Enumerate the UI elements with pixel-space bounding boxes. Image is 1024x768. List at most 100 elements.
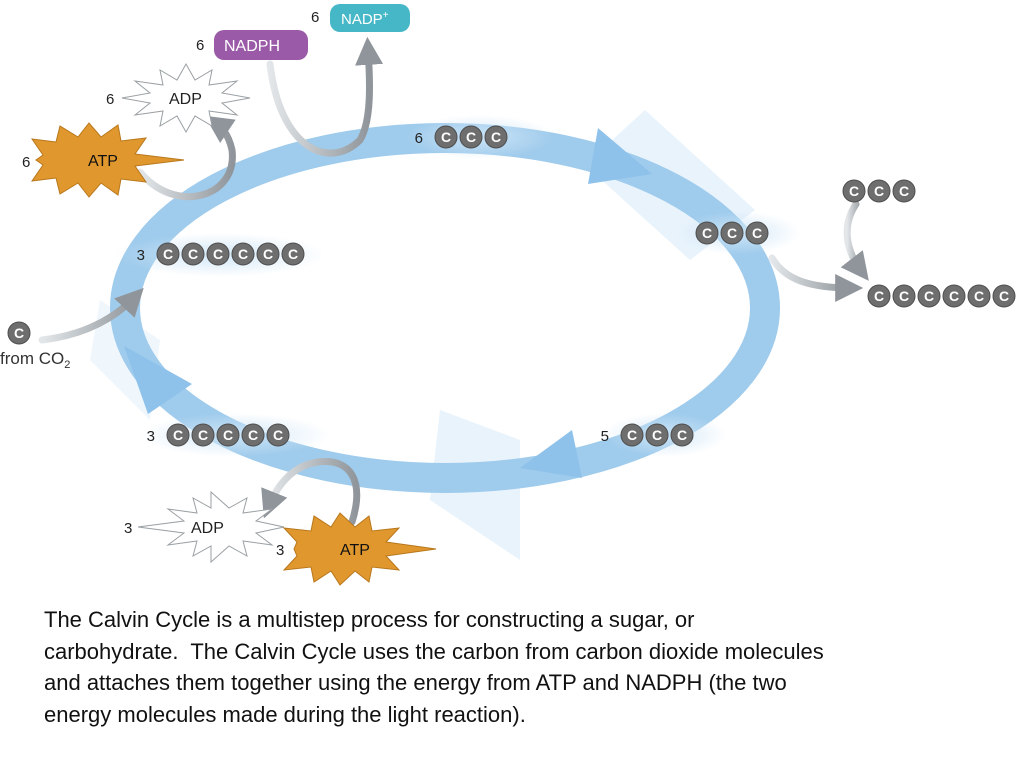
adp-top-count: 6	[106, 91, 114, 108]
carbon-atom	[967, 284, 991, 308]
carbon-atom	[459, 125, 483, 149]
carbon-letter: C	[727, 225, 737, 241]
carbon-atom	[842, 179, 866, 203]
carbon-atom	[206, 242, 230, 266]
carbon-letter: C	[491, 129, 501, 145]
nadp-group: 6 NADP+	[311, 4, 410, 32]
atp-top-star	[30, 122, 185, 198]
molecule-count: 3	[147, 428, 155, 445]
cycle-arrowhead-bottom	[520, 430, 582, 478]
carbon-letter: C	[899, 288, 909, 304]
carbon-atom	[241, 423, 265, 447]
carbon-atom	[620, 423, 644, 447]
carbon-atom	[484, 125, 508, 149]
carbon-atom	[917, 284, 941, 308]
carbon-letter: C	[874, 288, 884, 304]
caption-line: and attaches them together using the ene…	[44, 670, 787, 695]
calvin-cycle-diagram: 6 NADP+ 6 NADPH 6 ADP 6 ATP 3 ADP 3 ATP …	[0, 4, 1016, 586]
carbon-letter: C	[163, 246, 173, 262]
carbon-atom	[867, 284, 891, 308]
carbon-letter: C	[223, 427, 233, 443]
carbon-letter: C	[752, 225, 762, 241]
nadph-label: NADPH	[224, 38, 280, 55]
carbon-letter: C	[677, 427, 687, 443]
nadp-label: NADP+	[341, 10, 389, 28]
carbon-letter: C	[238, 246, 248, 262]
atp-bottom-label: ATP	[340, 542, 370, 559]
nadp-count: 6	[311, 9, 319, 26]
carbon-atom	[670, 423, 694, 447]
molecule-count: 3	[137, 247, 145, 264]
atp-top-count: 6	[22, 154, 30, 171]
carbon-atom	[745, 221, 769, 245]
nadph-box	[214, 30, 308, 60]
carbon-atom	[7, 321, 31, 345]
caption-line: carbohydrate. The Calvin Cycle uses the …	[44, 638, 824, 664]
atp-to-adp-bottom-arrow	[261, 458, 361, 526]
carbon-atom	[867, 179, 891, 203]
carbon-letter: C	[974, 288, 984, 304]
co2-input-arrow	[38, 287, 144, 344]
adp-top-label: ADP	[169, 91, 202, 108]
carbon-letter: C	[288, 246, 298, 262]
carbon-atom	[166, 423, 190, 447]
co2-source-label: from CO2	[0, 349, 70, 371]
carbon-atom	[266, 423, 290, 447]
caption-line: energy molecules made during the light r…	[44, 701, 526, 727]
carbon-letter: C	[874, 183, 884, 199]
carbon-letter: C	[173, 427, 183, 443]
carbon-letter: C	[441, 129, 451, 145]
nadph-group: 6 NADPH	[196, 30, 308, 60]
caption-paragraph: The Calvin Cycle is a multistep process …	[44, 604, 1004, 730]
carbon-atom	[892, 284, 916, 308]
carbon-letter: C	[466, 129, 476, 145]
output-combine-arrow	[840, 200, 869, 281]
adp-bottom-count: 3	[124, 520, 132, 537]
carbon-letter: C	[14, 325, 24, 341]
cycle-arrowhead-left	[124, 346, 192, 414]
adp-bottom-group: 3 ADP	[124, 490, 285, 564]
carbon-atom	[231, 242, 255, 266]
carbon-atom	[256, 242, 280, 266]
carbon-letter: C	[899, 183, 909, 199]
gray-arrows	[38, 36, 869, 526]
nadph-count: 6	[196, 37, 204, 54]
molecule-chain-input-carbon: 3C	[7, 321, 31, 345]
atp-top-group: 6 ATP	[22, 122, 185, 198]
carbon-letter: C	[999, 288, 1009, 304]
nadp-box	[330, 4, 410, 32]
carbon-letter: C	[924, 288, 934, 304]
carbon-atom	[645, 423, 669, 447]
nadph-to-nadp-arrow	[266, 36, 384, 157]
carbon-letter: C	[627, 427, 637, 443]
carbon-atom	[992, 284, 1016, 308]
carbon-atom	[942, 284, 966, 308]
adp-bottom-star	[137, 490, 285, 564]
carbon-letter: C	[273, 427, 283, 443]
carbon-letter: C	[652, 427, 662, 443]
carbon-letter: C	[248, 427, 258, 443]
adp-top-star	[121, 62, 251, 134]
cycle-arrowhead-top-right	[588, 128, 652, 184]
carbon-letter: C	[702, 225, 712, 241]
atp-bottom-group: 3 ATP	[276, 512, 437, 586]
carbon-atom	[181, 242, 205, 266]
carbon-letter: C	[213, 246, 223, 262]
carbon-atom	[695, 221, 719, 245]
carbon-atom	[892, 179, 916, 203]
molecule-count: 5	[601, 428, 609, 445]
adp-top-group: 6 ADP	[106, 62, 251, 134]
carbon-letter: C	[949, 288, 959, 304]
adp-bottom-label: ADP	[191, 520, 224, 537]
carbon-letter: C	[263, 246, 273, 262]
atp-bottom-star	[282, 512, 437, 586]
carbon-atom	[720, 221, 744, 245]
atp-to-adp-top-arrow	[136, 115, 236, 201]
